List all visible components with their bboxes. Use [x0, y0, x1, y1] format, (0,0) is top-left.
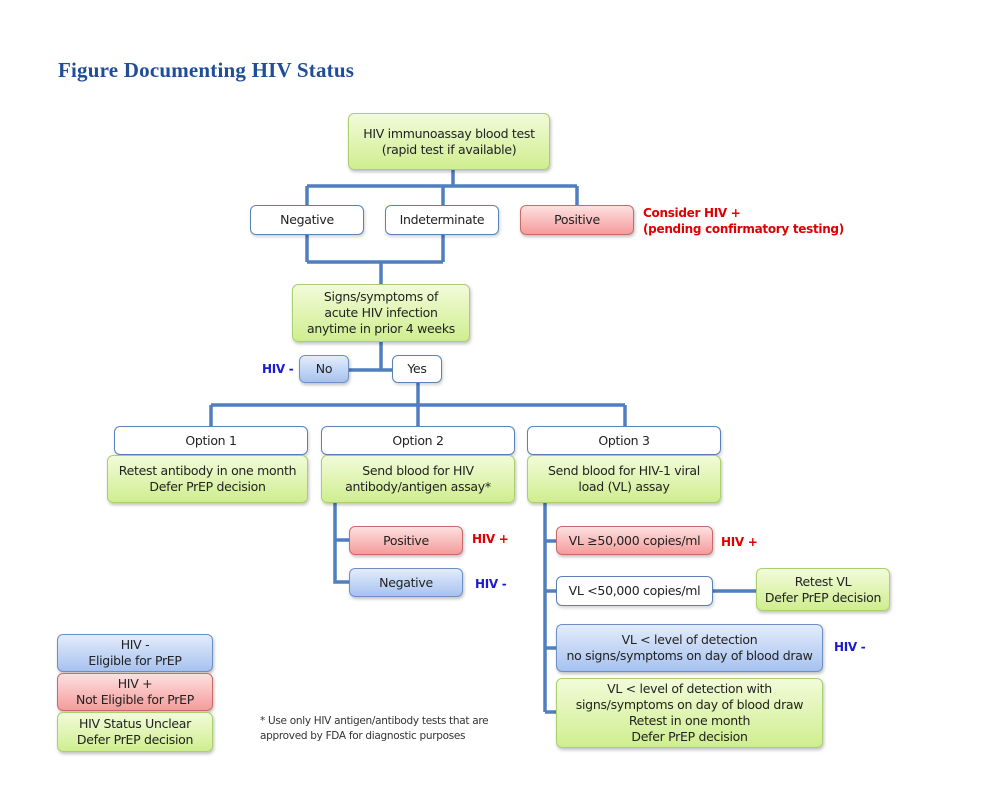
vl-undetectable-no-signs-box: VL < level of detection no signs/symptom…: [556, 624, 823, 672]
vl-undetectable-hiv-negative-label: HIV -: [834, 640, 866, 654]
option-1-box: Retest antibody in one month Defer PrEP …: [107, 455, 308, 503]
option-2-negative-box: Negative: [349, 568, 463, 597]
vl-high-hiv-positive-label: HIV +: [721, 535, 758, 549]
page-title: Figure Documenting HIV Status: [58, 58, 355, 82]
option-2-hiv-positive-label: HIV +: [472, 532, 509, 546]
option-2-header: Option 2: [321, 426, 515, 455]
result-indeterminate-box: Indeterminate: [385, 205, 499, 235]
connector-opt2-branch: [333, 503, 350, 584]
result-positive-box: Positive: [520, 205, 634, 235]
vl-high-box: VL ≥50,000 copies/ml: [556, 526, 713, 555]
legend-status-unclear: HIV Status Unclear Defer PrEP decision: [57, 712, 213, 752]
option-2-positive-box: Positive: [349, 526, 463, 555]
option-2-box: Send blood for HIV antibody/antigen assa…: [321, 455, 515, 503]
retest-vl-box: Retest VL Defer PrEP decision: [756, 568, 890, 611]
yes-box: Yes: [392, 355, 442, 383]
no-hiv-negative-label: HIV -: [262, 362, 294, 376]
result-negative-box: Negative: [250, 205, 364, 235]
footnote: * Use only HIV antigen/antibody tests th…: [260, 715, 489, 742]
vl-low-box: VL <50,000 copies/ml: [556, 576, 713, 606]
consider-hiv-positive-note: Consider HIV + (pending confirmatory tes…: [643, 206, 844, 236]
option-3-box: Send blood for HIV-1 viral load (VL) ass…: [527, 455, 721, 503]
no-box: No: [299, 355, 349, 383]
immunoassay-test-box: HIV immunoassay blood test (rapid test i…: [348, 113, 550, 170]
legend-hiv-negative: HIV - Eligible for PrEP: [57, 634, 213, 672]
legend-hiv-positive: HIV + Not Eligible for PrEP: [57, 673, 213, 711]
vl-undetectable-signs-box: VL < level of detection with signs/sympt…: [556, 678, 823, 748]
option-2-hiv-negative-label: HIV -: [475, 577, 507, 591]
option-3-header: Option 3: [527, 426, 721, 455]
signs-symptoms-box: Signs/symptoms of acute HIV infection an…: [292, 284, 470, 342]
option-1-header: Option 1: [114, 426, 308, 455]
